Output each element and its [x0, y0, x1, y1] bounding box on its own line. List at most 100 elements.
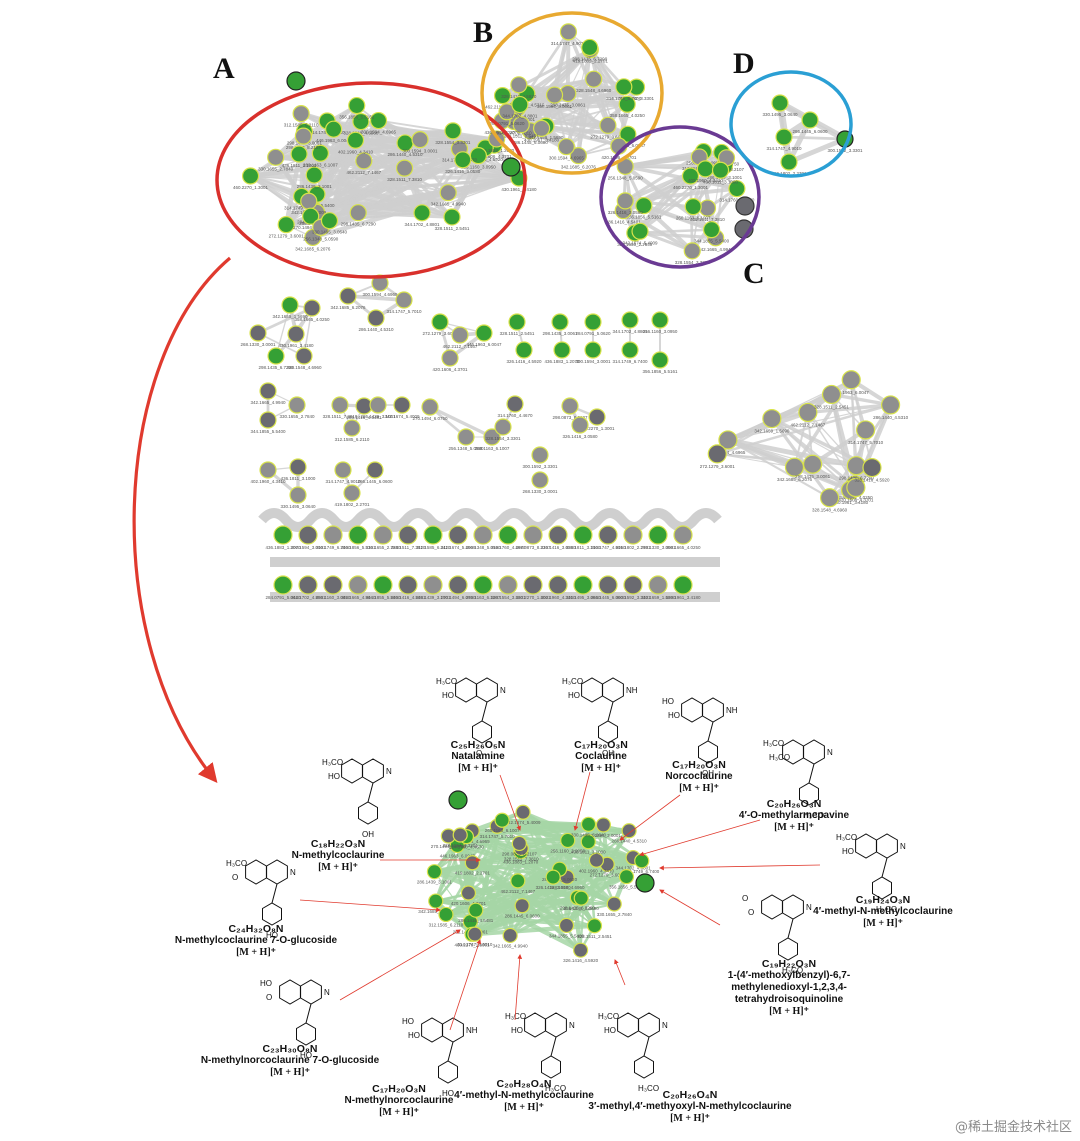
network-edge: [403, 147, 461, 170]
network-edge: [470, 858, 598, 937]
network-node: [273, 525, 293, 545]
network-node: [762, 409, 782, 429]
benzyl-ring: [778, 937, 798, 961]
node-label: 328.1554_3.3301: [435, 140, 471, 145]
node-label: 436.1883_1.2070: [479, 148, 515, 153]
node-label: 286.1440_4.5310: [358, 327, 394, 332]
benzene-ring: [245, 859, 267, 885]
nitrogen-label: N: [806, 903, 812, 912]
node-label: 314.1749_6.7400: [624, 869, 660, 874]
network-edge: [807, 403, 891, 415]
benzene-ring: [681, 697, 703, 723]
network-edge: [783, 135, 846, 141]
node-label: 356.1856_5.5161: [626, 215, 662, 220]
node-label: 256.1348_5.0590: [448, 446, 484, 451]
node-label: 430.1961_3.4180: [524, 137, 560, 142]
node-label: 462.2112_7.1467: [346, 170, 381, 175]
bond: [607, 701, 614, 722]
network-node: [348, 96, 366, 115]
node-label: 330.1655_2.7840: [597, 912, 633, 917]
network-node: [371, 274, 389, 292]
node-label: 430.1961_3.4180: [278, 343, 314, 348]
nitrogen-label: NH: [466, 1026, 478, 1035]
node-label: 286.1445_6.0600: [357, 479, 393, 484]
node-label: 284.0791_5.0620: [489, 121, 525, 126]
node-label: 328.1511_2.5451: [577, 934, 612, 939]
node-label: 328.1511_2.5451: [435, 226, 470, 231]
node-label: 420.1606_4.3701: [838, 498, 874, 503]
node-label: 312.1585_6.2110: [284, 123, 319, 128]
node-label: 300.1594_4.6965: [361, 130, 397, 135]
substituent-label: H₃CO: [545, 1084, 566, 1093]
node-label: 436.1811_3.1000: [571, 850, 606, 855]
piperidine-ring: [362, 758, 384, 784]
network-node: [621, 823, 637, 839]
network-node: [573, 942, 589, 958]
network-node: [511, 835, 527, 852]
network-node: [249, 324, 267, 342]
network-node: [473, 525, 493, 545]
node-label: 260.1163_6.1007: [466, 595, 501, 600]
node-label: 314.1747_4.9010: [325, 479, 361, 484]
node-label: 314.1749_6.7400: [284, 205, 320, 210]
node-label: 300.1592_3.3301: [522, 464, 558, 469]
compound-name: Coclaurine: [575, 751, 627, 762]
network-node: [494, 812, 510, 828]
node-label: 328.1548_4.6960: [549, 885, 585, 890]
node-label: 272.1279_3.6001: [590, 134, 626, 139]
network-node: [373, 575, 393, 595]
network-node: [821, 384, 842, 405]
benzene-ring: [761, 894, 783, 920]
nitrogen-label: N: [569, 1021, 575, 1030]
node-label: 270.1494_6.0750: [431, 844, 467, 849]
node-label: 328.1511_7.3810: [387, 177, 422, 182]
network-node: [506, 395, 524, 413]
network-node: [696, 160, 714, 178]
node-label: 436.1811_3.1000: [281, 476, 316, 481]
node-label: 268.1330_3.0001: [240, 342, 276, 347]
node-label: 256.1348_5.0590: [608, 175, 644, 180]
network-node: [281, 296, 299, 314]
substituent-label: HO: [604, 1026, 616, 1035]
compound-formula: C₂₅H₂₆O₅N: [450, 739, 506, 751]
network-node: [334, 461, 352, 479]
network-edge: [831, 392, 891, 407]
network-edge: [501, 817, 569, 843]
node-label: 342.1674_5.4009: [506, 820, 542, 825]
network-node: [573, 890, 589, 906]
network-node: [423, 575, 443, 595]
piperidine-ring: [782, 894, 804, 920]
compound-4-o-methylarmepavine: C₂₀H₂₆O₃N 4′-O-methylarmepavine [M + H]⁺: [739, 798, 849, 834]
network-node: [448, 525, 468, 545]
network-node: [569, 147, 587, 165]
node-label: 446.1963_6.0047: [466, 342, 502, 347]
network-node: [523, 525, 543, 545]
network-node: [498, 575, 518, 595]
network-node: [803, 454, 823, 474]
node-label: 436.1883_1.2070: [544, 359, 580, 364]
compound-formula: C₁₉H₂₂O₃N: [761, 958, 817, 970]
node-label: 314.1747_5.7010: [386, 309, 422, 314]
compound-name: N-methylcoclaurine: [291, 850, 385, 861]
node-label: 342.1685_6.2076: [561, 165, 597, 170]
node-label: 314.1760_4.4670: [719, 198, 755, 203]
network-node: [510, 76, 528, 94]
substituent-label: H₃CO: [226, 859, 247, 868]
bond: [643, 1036, 650, 1057]
bond: [808, 763, 815, 784]
network-node: [300, 192, 318, 210]
network-node: [348, 525, 368, 545]
node-label: 446.1963_6.0047: [834, 390, 870, 395]
network-node: [584, 341, 602, 359]
network-node: [398, 575, 418, 595]
bond: [367, 782, 374, 803]
node-label: 328.1554_3.3301: [490, 595, 526, 600]
network-node: [355, 152, 373, 170]
network-edge: [329, 190, 449, 223]
network-node: [302, 207, 320, 225]
link-arrow: [614, 959, 626, 986]
network-node: [292, 104, 310, 123]
